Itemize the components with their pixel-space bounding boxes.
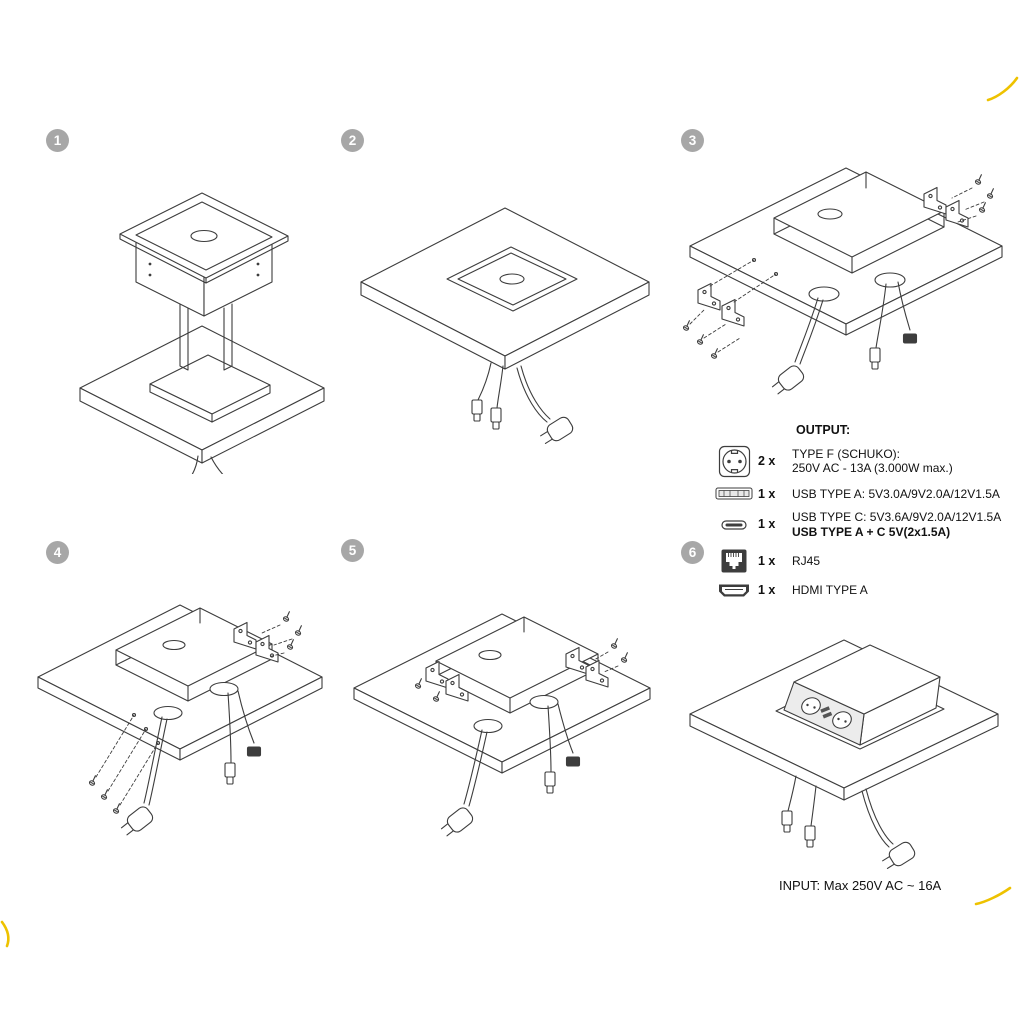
cable-connector — [471, 399, 483, 422]
spec-line: HDMI TYPE A — [792, 583, 868, 598]
hanging-cables — [438, 703, 581, 840]
screw — [294, 624, 305, 637]
spec-qty: 1 x — [758, 553, 776, 568]
screw — [682, 319, 693, 332]
usb-type-c-icon — [721, 519, 747, 530]
step-badge-1: 1 — [46, 129, 69, 152]
support-legs — [179, 303, 233, 371]
step-badge-5: 5 — [341, 539, 364, 562]
yellow-corner-mark-top-right — [986, 76, 1019, 102]
mounting-brackets-right — [923, 173, 997, 228]
step-badge-6: 6 — [681, 541, 704, 564]
spec-line: 250V AC - 13A (3.000W max.) — [792, 461, 953, 475]
cable-connector — [902, 333, 918, 344]
l-bracket — [721, 298, 745, 327]
output-title: OUTPUT: — [796, 423, 851, 437]
power-plug — [438, 804, 476, 840]
schuko-socket-icon — [718, 445, 750, 477]
mounted-socket-flange — [446, 246, 578, 312]
spec-line: USB TYPE A + C 5V(2x1.5A) — [792, 524, 951, 539]
table-panel-with-cutout — [79, 325, 325, 464]
step-3-drawing — [682, 167, 1003, 398]
unit-recess — [435, 616, 599, 714]
cable-connector — [490, 407, 502, 430]
spec-line: TYPE F (SCHUKO): — [792, 446, 901, 461]
spec-line: USB TYPE C: 5V3.6A/9V2.0A/12V1.5A — [792, 510, 1002, 524]
step-number: 5 — [348, 542, 357, 558]
spec-row-rj45: 1 x RJ45 — [710, 548, 1016, 574]
step-number: 3 — [688, 132, 697, 148]
yellow-corner-mark-left — [0, 920, 10, 948]
unit-recess — [115, 607, 273, 702]
hanging-cables — [471, 362, 576, 448]
screw — [282, 610, 293, 623]
l-bracket — [697, 282, 721, 311]
usb-type-a-icon — [715, 487, 753, 500]
power-plug — [769, 362, 807, 398]
screws-exploded-below — [88, 712, 161, 815]
power-plug — [879, 839, 918, 873]
hanging-cables — [191, 455, 224, 474]
mounting-brackets-right — [565, 637, 631, 688]
unit-recess — [773, 171, 945, 274]
cable-holes — [808, 272, 906, 302]
step-badge-3: 3 — [681, 129, 704, 152]
step-5-drawing — [353, 613, 651, 840]
hdmi-type-a-icon — [719, 584, 749, 597]
spec-qty: 1 x — [758, 517, 776, 532]
spec-row-usb-c: 1 x USB TYPE C: 5V3.6A/9V2.0A/12V1.5A US… — [710, 510, 1016, 539]
screw — [696, 333, 707, 346]
step-6-drawing — [689, 639, 999, 873]
cable-connector — [246, 746, 262, 757]
cable-connector — [869, 347, 881, 370]
screw — [620, 651, 631, 664]
cable-holes — [473, 694, 559, 734]
usb-module-front — [820, 706, 833, 719]
step-badge-2: 2 — [341, 129, 364, 152]
spec-row-hdmi: 1 x HDMI TYPE A — [710, 583, 1016, 598]
step-4-drawing — [37, 604, 323, 839]
hanging-cables — [769, 281, 918, 398]
input-spec: INPUT: Max 250V AC ~ 16A — [779, 878, 942, 893]
output-spec-panel: OUTPUT: 2 x TYPE F (SCHUKO): 250V AC - 1… — [710, 423, 1016, 607]
step-number: 2 — [348, 132, 357, 148]
spec-row-usb-a: 1 x USB TYPE A: 5V3.0A/9V2.0A/12V1.5A — [710, 487, 1016, 502]
cable-connector — [544, 771, 556, 794]
step-number: 4 — [53, 544, 62, 560]
spec-qty: 1 x — [758, 486, 776, 501]
screw — [978, 201, 989, 214]
cable-holes — [153, 681, 239, 721]
popup-socket-open — [775, 644, 945, 750]
rj45-port-icon — [721, 549, 747, 573]
spec-qty: 2 x — [758, 453, 776, 468]
mounting-brackets-right — [233, 610, 305, 663]
power-plug — [118, 803, 156, 839]
spec-line: USB TYPE A: 5V3.0A/9V2.0A/12V1.5A — [792, 486, 1000, 501]
cable-connector — [804, 825, 816, 848]
hanging-cables — [781, 775, 918, 873]
screw — [974, 173, 985, 186]
screw — [710, 347, 721, 360]
spec-row-schuko: 2 x TYPE F (SCHUKO): 250V AC - 13A (3.00… — [710, 445, 1016, 478]
spec-qty: 1 x — [758, 583, 776, 598]
screw — [986, 187, 997, 200]
hanging-cables — [118, 690, 262, 839]
socket-unit — [119, 192, 289, 317]
step-number: 1 — [53, 132, 62, 148]
mounting-brackets-left — [682, 257, 779, 360]
screw — [610, 637, 621, 650]
spec-line: RJ45 — [792, 553, 821, 568]
screw — [286, 638, 297, 651]
step-badge-4: 4 — [46, 541, 69, 564]
step-1-drawing — [79, 192, 325, 474]
cable-connector — [224, 762, 236, 785]
schuko-sockets-front — [801, 697, 852, 729]
cable-connector — [781, 810, 793, 833]
yellow-corner-mark-bottom-right — [974, 886, 1012, 906]
cable-connector — [565, 756, 581, 767]
step-number: 6 — [688, 544, 697, 560]
step-2-drawing — [360, 207, 650, 448]
